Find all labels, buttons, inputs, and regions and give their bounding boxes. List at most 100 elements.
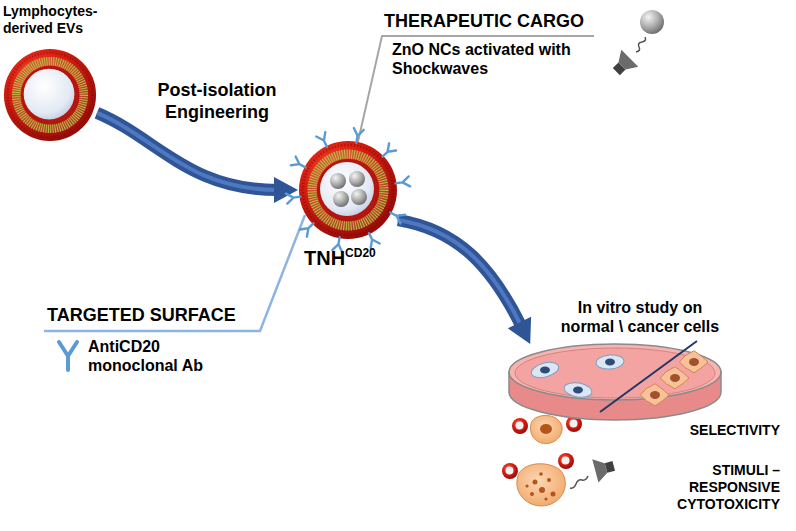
vesicle-lumen (320, 162, 374, 216)
lipid-tails-shade (16, 61, 84, 129)
vesicle-shell (512, 418, 528, 434)
lipid-heads (303, 145, 393, 235)
culture-medium (515, 348, 715, 398)
arrow-highlight (97, 113, 278, 190)
node-title: TNH (304, 247, 345, 269)
shockwave (636, 37, 646, 52)
vesicle-lumen (506, 467, 514, 475)
lipid-heads (8, 53, 93, 138)
lipid-tails (312, 154, 384, 226)
fragment (533, 480, 538, 485)
description-text: ZnO NCs activated with Shockwaves (392, 40, 592, 78)
antibody (316, 132, 331, 149)
cell-nucleus (689, 358, 699, 366)
description-text: ZnO NCs activated with Shockwaves (392, 40, 592, 78)
lipid-tails (16, 61, 84, 129)
cell-nucleus (540, 424, 552, 434)
step-label: Post-isolation Engineering (147, 80, 287, 123)
fragment (539, 472, 543, 476)
speaker-cone (614, 50, 639, 75)
shockwave (570, 476, 588, 488)
cargo-leader (352, 36, 594, 168)
vesicle-lumen (570, 420, 578, 428)
shockwave-speaker (592, 454, 617, 482)
inner-leaflet (21, 66, 79, 124)
node-heading: Lymphocytes- derived EVs (3, 3, 123, 37)
small-vesicle (558, 453, 574, 469)
node-outline (3, 48, 97, 142)
lipid-tails-shade (312, 154, 384, 226)
node-outline (509, 344, 721, 420)
antibody-shape (59, 342, 77, 370)
vesicle-shell (558, 453, 574, 469)
cell-nucleus (540, 367, 550, 374)
fragment (544, 497, 547, 500)
normal-cell (563, 381, 593, 400)
target-cell (530, 415, 562, 443)
node-label: TNHCD20 (304, 246, 376, 270)
antibody (351, 128, 363, 144)
zno-nanocrystal (351, 189, 367, 205)
arrow-head (274, 177, 298, 203)
node-label: In vitro study on normal \ cancer cells (555, 298, 725, 336)
arrow-highlight (398, 220, 521, 326)
fragment (547, 478, 551, 482)
fragment (539, 487, 545, 493)
antibody (286, 192, 301, 204)
shockwave-speaker (608, 50, 638, 80)
section-heading: THERAPEUTIC CARGO (384, 11, 614, 33)
node-outline (298, 140, 398, 240)
antibody (300, 220, 317, 237)
step-label: Post-isolation Engineering (147, 80, 287, 123)
node-superscript: CD20 (345, 246, 376, 260)
fragment (530, 492, 534, 496)
nucleus-fragments (525, 472, 555, 500)
node-label: Lymphocytes- derived EVs (3, 3, 123, 37)
normal-cell (595, 354, 624, 370)
antibody (395, 176, 410, 188)
vesicle-shell (4, 49, 96, 141)
zno-nanocrystal (640, 10, 664, 34)
description-text: AntiCD20 monoclonal Ab (88, 337, 218, 375)
antibody (291, 156, 308, 171)
vesicle-lumen (24, 69, 75, 120)
speaker-cone (592, 456, 609, 482)
small-vesicle (502, 463, 518, 479)
zno-nanocrystal (330, 173, 346, 189)
arrow-head (508, 317, 531, 344)
result-label: SELECTIVITY (650, 422, 780, 439)
antibody-icon (59, 342, 77, 370)
result-label: STIMULI – RESPONSIVE CYTOTOXICITY (655, 462, 780, 512)
dying-cell (517, 464, 566, 506)
petri-dish-node: In vitro study on normal \ cancer cells (509, 344, 721, 420)
vesicle-node: Lymphocytes- derived EVs (3, 48, 97, 142)
cancer-cell (640, 384, 669, 406)
result-label: SELECTIVITY (650, 422, 780, 439)
antibody (379, 143, 396, 160)
engineered-vesicle-node: TNHCD20 (298, 140, 398, 240)
arrow-shaft (97, 113, 278, 190)
section-heading: THERAPEUTIC CARGO (384, 11, 614, 33)
vesicle-lumen (516, 422, 524, 430)
flow-arrow (97, 113, 298, 203)
cancer-cell (660, 367, 689, 389)
section-heading: TARGETED SURFACE (47, 305, 277, 327)
vesicle-shell (502, 463, 518, 479)
cell-nucleus (573, 387, 583, 394)
zno-nanocrystal (349, 171, 365, 187)
divider-line (600, 341, 697, 412)
surface-leader (44, 215, 305, 331)
inner-leaflet (317, 159, 379, 221)
vesicle-shell (299, 141, 397, 239)
small-vesicle (512, 418, 528, 434)
normal-cell (530, 360, 561, 381)
result-label: STIMULI – RESPONSIVE CYTOTOXICITY (655, 462, 780, 512)
zno-nanocrystal (333, 191, 349, 207)
arrow-shaft (398, 220, 521, 326)
flow-arrow (398, 220, 531, 344)
vesicle-lumen (562, 457, 570, 465)
cell-nucleus (605, 359, 615, 366)
